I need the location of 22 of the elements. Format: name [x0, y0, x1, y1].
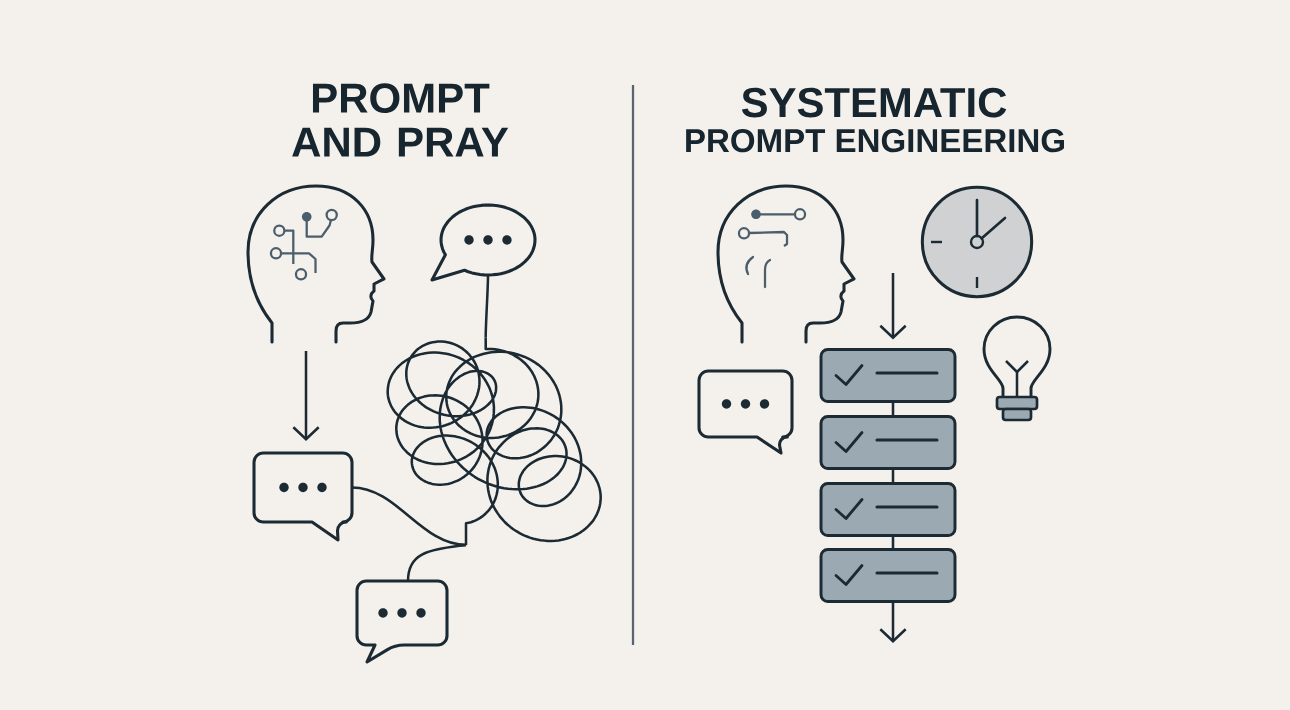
heading: PROMPT ENGINEERING: [686, 128, 1064, 153]
connector-line: [891, 468, 895, 484]
arrow: [292, 351, 320, 441]
head-silhouette: [716, 184, 856, 344]
tangled-line: [386, 336, 602, 546]
checklist-box: [819, 415, 957, 470]
checklist-box: [819, 482, 957, 537]
connector-line: [406, 543, 467, 582]
connector-line: [351, 486, 467, 547]
speech-bubble: [355, 579, 449, 664]
heading: PROMPT AND PRAY: [292, 83, 509, 157]
connector-line: [891, 535, 895, 550]
heading: SYSTEMATIC: [741, 87, 1007, 118]
connector-line: [891, 401, 895, 417]
arrow: [879, 273, 907, 340]
speech-bubble: [252, 451, 354, 542]
checklist-box: [819, 348, 957, 403]
head-silhouette: [246, 184, 386, 344]
checklist-box: [819, 548, 957, 603]
speech-bubble: [697, 369, 794, 455]
speech-bubble: [430, 203, 537, 282]
connector-line: [484, 275, 490, 338]
